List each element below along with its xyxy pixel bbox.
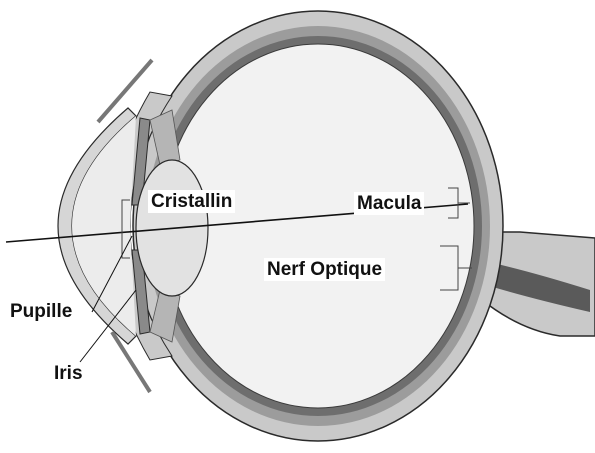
iris-label: Iris: [54, 364, 83, 383]
cristallin-label: Cristallin: [148, 190, 235, 213]
nerf-optique-label: Nerf Optique: [264, 258, 385, 281]
pupille-label: Pupille: [10, 302, 72, 321]
macula-label: Macula: [354, 192, 424, 215]
